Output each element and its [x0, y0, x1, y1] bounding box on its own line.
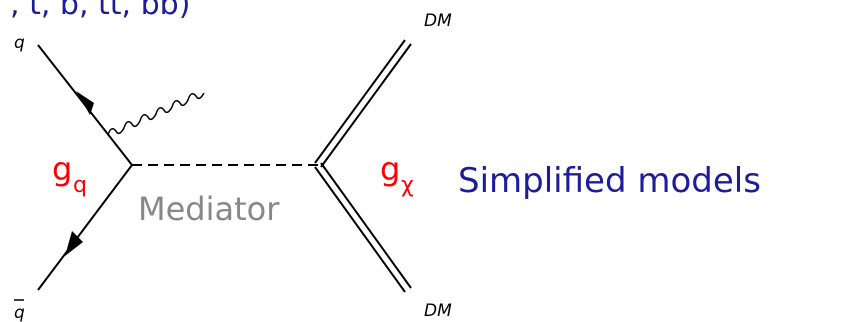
quark-label: q: [14, 33, 25, 53]
antiquark-label: q: [14, 303, 25, 322]
coupling-dm-base: g: [380, 150, 400, 188]
dm-line-bottom-b: [320, 162, 412, 289]
antiquark-line: [37, 164, 133, 291]
coupling-quark-sub: q: [73, 173, 87, 198]
antiquark-arrow-icon: [65, 231, 83, 256]
dm-line-top-b: [320, 43, 412, 168]
caption-text: Simplified models: [458, 161, 761, 201]
coupling-quark-base: g: [52, 150, 72, 188]
dm-line-bottom-a: [314, 166, 406, 293]
dm-bottom-label: DM: [424, 301, 452, 321]
header-partial-text: , t, b, tt, bb): [10, 0, 190, 22]
dm-top-label: DM: [424, 11, 452, 31]
dm-line-top-a: [314, 39, 406, 164]
mediator-label: Mediator: [138, 190, 280, 228]
coupling-dm-sub: χ: [401, 173, 414, 198]
gluon-icon: [107, 92, 205, 136]
quark-arrow-icon: [76, 91, 94, 115]
